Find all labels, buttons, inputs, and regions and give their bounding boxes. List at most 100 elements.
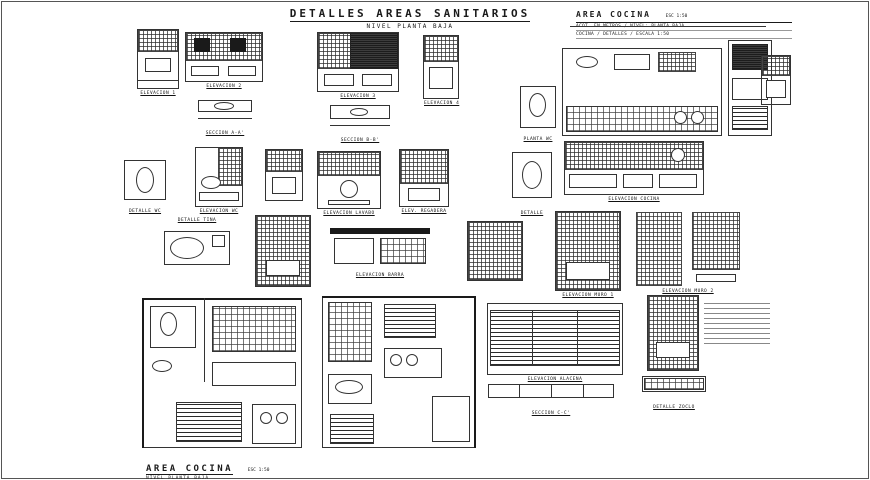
cabinet-grid bbox=[644, 378, 704, 390]
fixture-ellipse bbox=[576, 56, 598, 68]
elev-alacena-caption: ELEVACION ALACENA bbox=[527, 377, 583, 382]
elev-muro-1: ELEVACION MURO 1 bbox=[556, 212, 620, 298]
seccion-bb: SECCION B-B' bbox=[328, 103, 392, 143]
sheet-subtitle: NIVEL PLANTA BAJA bbox=[366, 23, 454, 30]
detalle-tina: DETALLE TINA bbox=[162, 218, 232, 270]
elev-cocina-sup-caption: ELEVACION COCINA bbox=[608, 197, 660, 202]
fixture-rect bbox=[334, 238, 374, 264]
fixture-rect bbox=[266, 260, 300, 276]
divider-line bbox=[577, 310, 578, 366]
burner-circle bbox=[671, 148, 685, 162]
fixture-ellipse bbox=[152, 360, 172, 372]
area-cocina-top-scale: ESC 1:50 bbox=[665, 14, 688, 19]
fixture-rect bbox=[328, 200, 370, 205]
tile-hatch bbox=[692, 212, 740, 270]
elev-espejos-caption: ELEVACION 2 bbox=[206, 84, 242, 89]
fixture-rect bbox=[212, 362, 296, 386]
elev-muro-2-caption: ELEVACION MURO 2 bbox=[662, 289, 714, 294]
muro-azulejo-2 bbox=[468, 222, 522, 280]
divider-line bbox=[204, 298, 205, 382]
area-cocina-bottom-subtitle: NIVEL PLANTA BAJA bbox=[146, 476, 210, 480]
fixture-rect bbox=[614, 54, 650, 70]
fixture-rect bbox=[432, 396, 470, 442]
elev-lavabo-2-caption: ELEVACION LAVABO bbox=[323, 211, 375, 216]
seccion-cc-caption: SECCION C-C' bbox=[531, 411, 571, 416]
tile-hatch bbox=[468, 222, 522, 280]
area-cocina-bottom-title-row: AREA COCINA ESC 1:50 bbox=[146, 456, 376, 475]
seccion-aa-caption: SECCION A-A' bbox=[205, 131, 245, 136]
planta-wc-caption: PLANTA WC bbox=[523, 137, 553, 142]
divider-line bbox=[519, 384, 520, 398]
louver-lines bbox=[490, 310, 620, 366]
fixture-ellipse bbox=[214, 102, 234, 110]
fixture-ellipse bbox=[529, 93, 546, 117]
cabinet-grid bbox=[328, 302, 372, 362]
sheet-title: DETALLES AREAS SANITARIOS bbox=[289, 7, 531, 22]
elev-espejos: ELEVACION 2 bbox=[186, 33, 262, 89]
fixture-ellipse bbox=[170, 237, 204, 259]
detalle-wc-2: DETALLE bbox=[508, 150, 556, 216]
elev-regadera-caption: ELEV. REGADERA bbox=[401, 209, 447, 214]
dimension-line bbox=[138, 80, 178, 81]
louver-lines bbox=[384, 304, 436, 338]
cabinet-grid bbox=[380, 238, 426, 264]
elev-lavabo-1-caption: ELEVACION 1 bbox=[140, 91, 176, 96]
divider-line bbox=[583, 384, 584, 398]
fixture-rect bbox=[252, 404, 296, 444]
divider-line bbox=[551, 384, 552, 398]
tile-hatch bbox=[762, 56, 790, 76]
burner-circle bbox=[276, 412, 288, 424]
tile-hatch bbox=[658, 52, 696, 72]
wall-fill bbox=[330, 228, 430, 234]
area-cocina-footer-block: AREA COCINA ESC 1:50 NIVEL PLANTA BAJA bbox=[146, 456, 376, 480]
elev-muro-1-caption: ELEVACION MURO 1 bbox=[562, 293, 614, 298]
elev-barra-caption: ELEVACION BARRA bbox=[355, 273, 405, 278]
seccion-cc: SECCION C-C' bbox=[488, 384, 614, 416]
elev-barra: ELEVACION BARRA bbox=[330, 228, 430, 278]
wall-fill bbox=[142, 298, 144, 448]
fixture-ellipse bbox=[201, 176, 221, 189]
fixture-rect bbox=[228, 66, 256, 76]
fixture-rect bbox=[362, 74, 392, 86]
elev-alacena: ELEVACION ALACENA bbox=[488, 304, 622, 382]
burner-circle bbox=[260, 412, 272, 424]
wall-fill bbox=[194, 38, 210, 52]
planta-area-servicio bbox=[322, 296, 476, 456]
detalle-tina-caption: DETALLE TINA bbox=[177, 218, 217, 223]
elev-wc: ELEVACION WC bbox=[196, 148, 242, 214]
seccion-aa: SECCION A-A' bbox=[196, 98, 254, 136]
wall-fill bbox=[474, 296, 476, 448]
fixture-rect bbox=[199, 192, 239, 201]
detalle-zoclo-caption: DETALLE ZOCLO bbox=[653, 405, 695, 410]
muro-azulejo-3 bbox=[648, 296, 698, 370]
muro-azulejo-1 bbox=[256, 216, 310, 286]
fixture-ellipse bbox=[335, 380, 363, 394]
notas bbox=[704, 300, 770, 344]
tile-hatch bbox=[138, 30, 178, 52]
area-cocina-top-note-2: COCINA / DETALLES / ESCALA 1:50 bbox=[576, 31, 792, 39]
detalle-wc-planta: DETALLE WC bbox=[122, 158, 168, 214]
wall-fill bbox=[142, 298, 302, 300]
wall-fill bbox=[322, 296, 476, 298]
fixture-ellipse bbox=[522, 161, 542, 189]
elev-5 bbox=[266, 150, 302, 200]
planta-cocina-sup bbox=[562, 26, 774, 142]
seccion-bb-caption: SECCION B-B' bbox=[340, 138, 380, 143]
burner-circle bbox=[390, 354, 402, 366]
elev-muro-der bbox=[762, 56, 790, 104]
area-cocina-bottom-title: AREA COCINA bbox=[146, 464, 234, 475]
tile-hatch bbox=[266, 150, 302, 172]
fixture-rect bbox=[623, 174, 653, 188]
elev-lavabo-2: ELEVACION LAVABO bbox=[318, 152, 380, 216]
louver-lines bbox=[176, 402, 242, 442]
fixture-rect bbox=[656, 342, 690, 358]
elev-azulejo-1-caption: ELEVACION 3 bbox=[340, 94, 376, 99]
dimension-line bbox=[570, 26, 766, 27]
fixture-rect bbox=[408, 188, 440, 201]
fixture-rect bbox=[569, 174, 617, 188]
fixture-rect bbox=[766, 80, 786, 98]
elev-regadera: ELEV. REGADERA bbox=[400, 150, 448, 214]
elev-lavabo-1: ELEVACION 1 bbox=[138, 30, 178, 96]
wall-fill bbox=[230, 38, 246, 52]
fixture-rect bbox=[212, 235, 225, 247]
